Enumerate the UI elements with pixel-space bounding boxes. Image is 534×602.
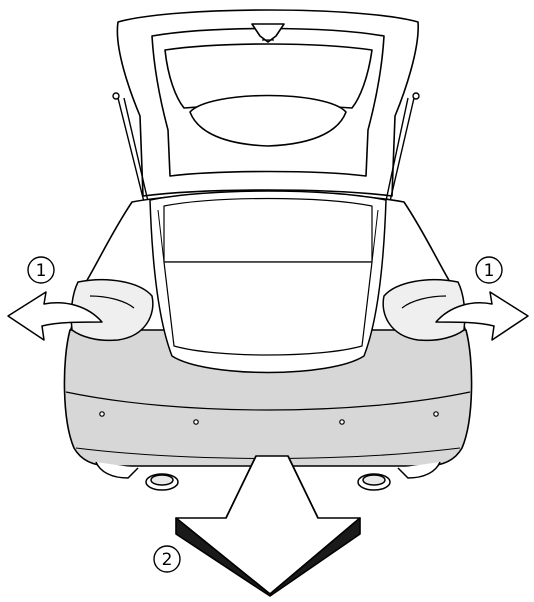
exhaust-pipes [145,473,391,491]
parking-sensors [99,411,439,425]
gas-struts [112,92,420,211]
tailgate [116,9,419,197]
step-1-right-arrow [435,291,529,341]
cargo-area [149,190,387,374]
step-2-down-arrow [175,455,361,597]
step-label-right: 1 [475,256,503,284]
wheels [95,461,441,479]
step-label-right-text: 1 [484,261,495,281]
step-label-bottom: 2 [153,545,181,573]
step-label-left: 1 [27,256,55,284]
step-label-bottom-text: 2 [162,550,173,570]
step-label-left-text: 1 [36,261,47,281]
step-1-left-arrow [7,291,103,341]
tail-lamps [70,278,466,342]
